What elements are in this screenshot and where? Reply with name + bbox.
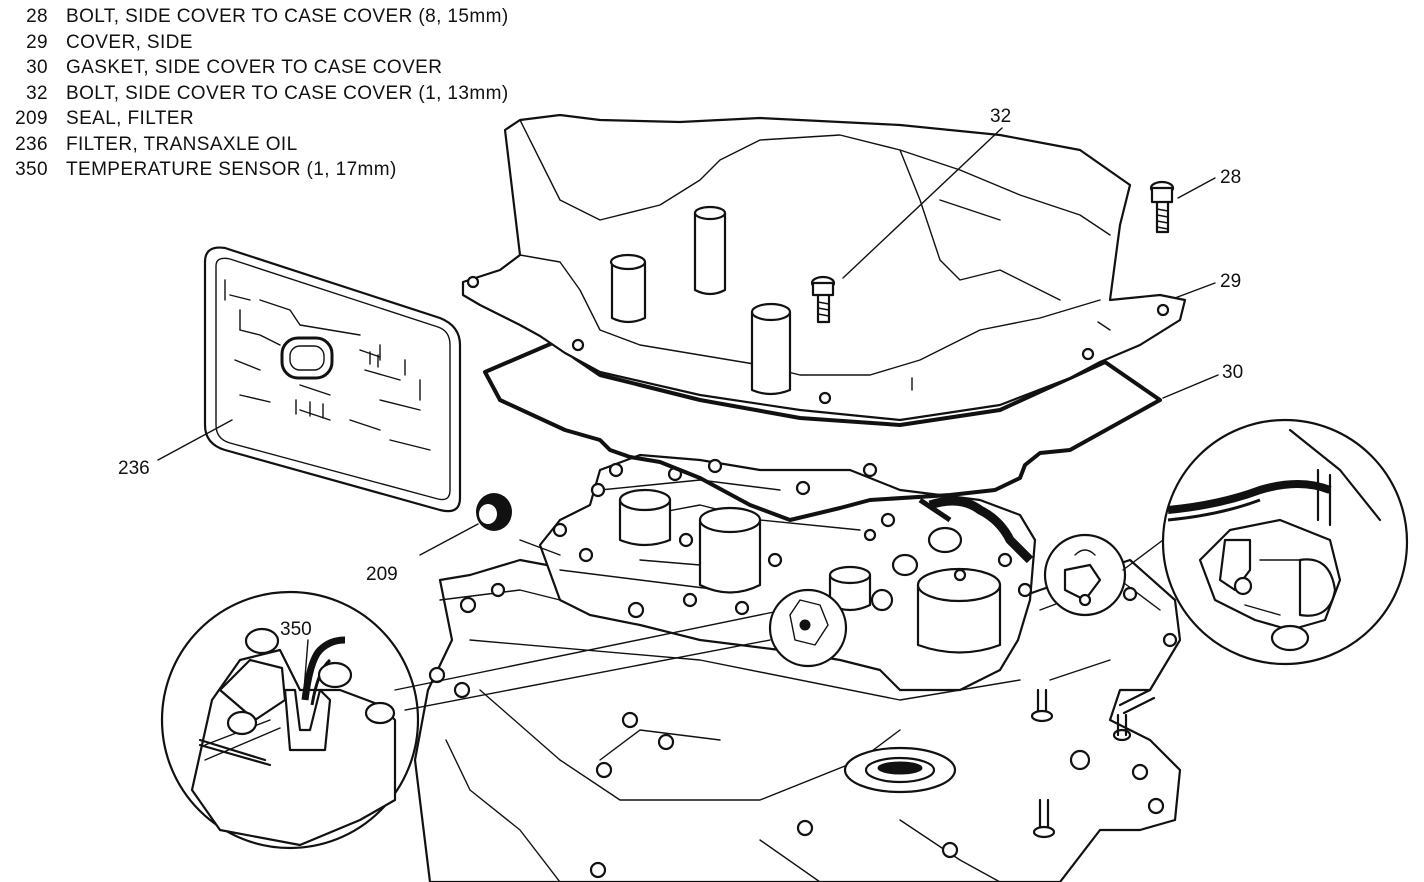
legend-row: 28 BOLT, SIDE COVER TO CASE COVER (8, 15…: [4, 4, 604, 30]
transaxle-oil-filter: [203, 246, 462, 513]
legend-part-number: 32: [26, 82, 48, 104]
side-cover-gasket: [483, 340, 1162, 522]
leader-lines: [157, 127, 1219, 711]
legend-row: 350 TEMPERATURE SENSOR (1, 17mm): [4, 157, 604, 183]
filter-seal: [476, 493, 512, 531]
valve-body-bolts: [552, 458, 1033, 619]
legend-row: 29 COVER, SIDE: [4, 30, 604, 56]
legend-part-number: 350: [15, 159, 48, 180]
detail-view-temperature-sensor: [160, 590, 420, 850]
legend-part-description: TEMPERATURE SENSOR (1, 17mm): [66, 159, 397, 180]
detail-view-harness: [1161, 418, 1409, 666]
legend-row: 209 SEAL, FILTER: [4, 106, 604, 132]
callout-30: 30: [1222, 362, 1243, 383]
parts-legend: 28 BOLT, SIDE COVER TO CASE COVER (8, 15…: [4, 4, 604, 183]
legend-part-number: 29: [26, 31, 48, 53]
valve-body: [538, 453, 1127, 692]
legend-part-description: BOLT, SIDE COVER TO CASE COVER (1, 13mm): [66, 82, 509, 104]
legend-part-number: 30: [26, 57, 48, 78]
legend-row: 236 FILTER, TRANSAXLE OIL: [4, 132, 604, 158]
legend-part-number: 236: [15, 133, 48, 155]
side-cover: [461, 113, 1187, 422]
legend-part-description: COVER, SIDE: [66, 31, 193, 53]
callout-29: 29: [1220, 271, 1241, 292]
legend-row: 32 BOLT, SIDE COVER TO CASE COVER (1, 13…: [4, 81, 604, 107]
callout-28: 28: [1220, 167, 1241, 188]
callout-350: 350: [280, 619, 312, 640]
bolt-32: [810, 275, 836, 324]
callout-236: 236: [118, 458, 150, 479]
legend-part-description: SEAL, FILTER: [66, 108, 194, 129]
legend-part-description: BOLT, SIDE COVER TO CASE COVER (8, 15mm): [66, 6, 509, 27]
legend-part-description: GASKET, SIDE COVER TO CASE COVER: [66, 57, 443, 78]
legend-part-number: 209: [15, 108, 48, 129]
legend-row: 30 GASKET, SIDE COVER TO CASE COVER: [4, 55, 604, 81]
callout-32: 32: [990, 106, 1011, 127]
bolt-28: [1149, 180, 1175, 234]
callout-209: 209: [366, 564, 398, 585]
case-bolts: [428, 582, 1178, 879]
legend-part-number: 28: [26, 6, 48, 27]
legend-part-description: FILTER, TRANSAXLE OIL: [66, 133, 298, 155]
